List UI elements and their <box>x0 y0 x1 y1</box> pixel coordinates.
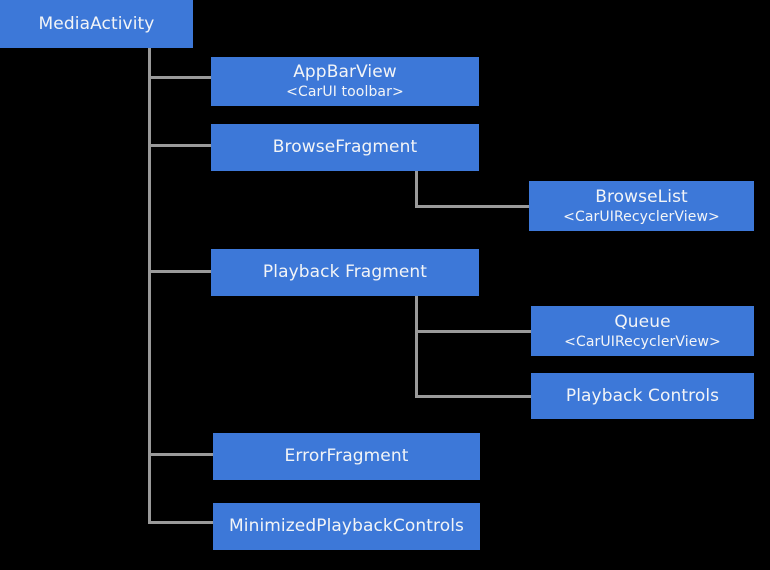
node-minimized-playback-controls[interactable]: MinimizedPlaybackControls <box>213 503 480 550</box>
node-browse-list-title: BrowseList <box>595 186 688 207</box>
node-browse-fragment[interactable]: BrowseFragment <box>211 124 479 171</box>
edge-media-activity-to-playback-fragment <box>148 270 213 273</box>
node-error-fragment[interactable]: ErrorFragment <box>213 433 480 480</box>
edge-media-activity-trunk <box>148 48 151 523</box>
node-minimized-playback-controls-title: MinimizedPlaybackControls <box>228 516 464 536</box>
node-playback-controls[interactable]: Playback Controls <box>531 373 754 419</box>
node-playback-fragment-title: Playback Fragment <box>262 262 428 282</box>
node-error-fragment-title: ErrorFragment <box>284 446 409 466</box>
node-media-activity[interactable]: MediaActivity <box>0 0 193 48</box>
node-browse-list[interactable]: BrowseList <CarUIRecyclerView> <box>529 181 754 231</box>
edge-browse-fragment-trunk <box>415 171 418 208</box>
node-playback-fragment[interactable]: Playback Fragment <box>211 249 479 296</box>
node-browse-fragment-title: BrowseFragment <box>272 137 418 157</box>
edge-browse-fragment-to-browse-list <box>415 205 531 208</box>
node-playback-controls-title: Playback Controls <box>565 385 720 406</box>
node-browse-list-subtitle: <CarUIRecyclerView> <box>563 208 720 225</box>
edge-playback-fragment-to-playback-controls <box>415 395 533 398</box>
edge-playback-fragment-trunk <box>415 296 418 398</box>
node-queue[interactable]: Queue <CarUIRecyclerView> <box>531 306 754 356</box>
node-media-activity-title: MediaActivity <box>38 13 155 34</box>
edge-media-activity-to-app-bar-view <box>148 76 213 79</box>
node-queue-subtitle: <CarUIRecyclerView> <box>564 333 721 350</box>
edge-playback-fragment-to-queue <box>415 330 533 333</box>
node-app-bar-view[interactable]: AppBarView <CarUI toolbar> <box>211 57 479 106</box>
edge-media-activity-to-browse-fragment <box>148 144 213 147</box>
node-app-bar-view-title: AppBarView <box>293 62 397 82</box>
edge-media-activity-to-minimized-playback-controls <box>148 521 214 524</box>
node-queue-title: Queue <box>614 311 671 332</box>
edge-media-activity-to-error-fragment <box>148 453 214 456</box>
node-app-bar-view-subtitle: <CarUI toolbar> <box>286 84 404 100</box>
